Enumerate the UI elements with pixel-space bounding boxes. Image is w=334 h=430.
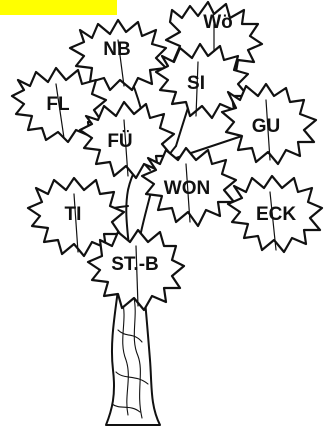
leaf-label-gu: GU (252, 116, 281, 137)
leaf-label-si: SI (187, 73, 205, 94)
leaf-label-fu: FÜ (107, 131, 132, 152)
leaf-label-won: WON (164, 178, 210, 199)
leaf-label-wo: Wö (203, 12, 233, 33)
leaf-won (140, 146, 238, 228)
leaf-label-fl: FL (46, 94, 70, 115)
leaf-label-nb: NB (103, 39, 130, 60)
leaf-gu (220, 82, 318, 166)
leaf-fl (10, 66, 108, 144)
leaf-stb (86, 228, 186, 312)
leaf-ti (26, 176, 126, 258)
tree-trunk (105, 289, 161, 426)
leaf-label-eck: ECK (256, 204, 296, 225)
leaf-label-stb: ST.-B (111, 254, 159, 275)
leaf-eck (226, 174, 324, 254)
highlight-marker (0, 0, 117, 15)
leaf-label-ti: TI (65, 204, 82, 225)
leaf-nb (68, 18, 168, 92)
